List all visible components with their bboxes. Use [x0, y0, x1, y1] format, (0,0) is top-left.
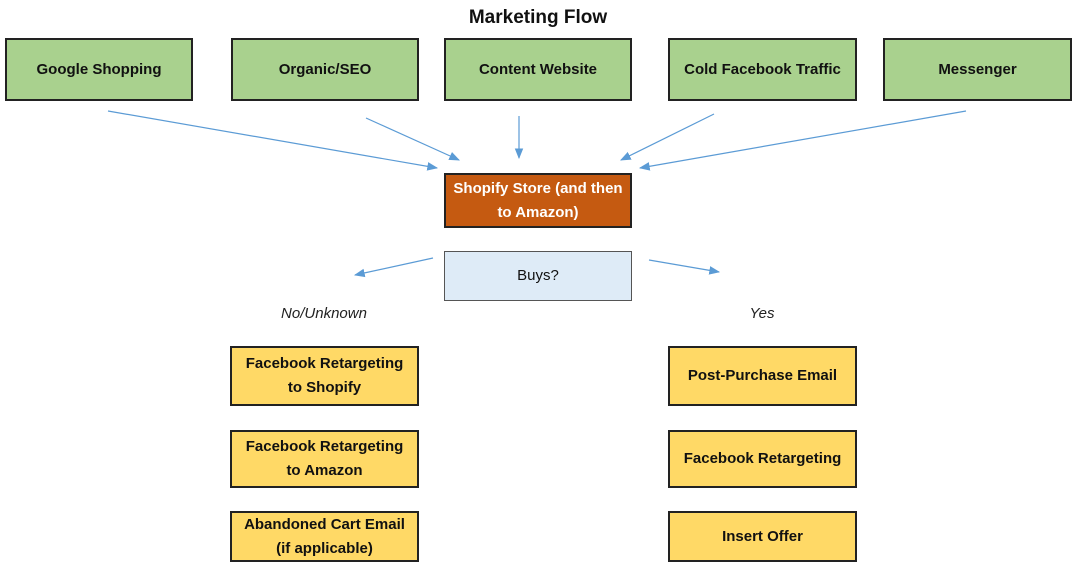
source-label: Organic/SEO — [278, 60, 372, 78]
action-label: Facebook Retargeting to Shopify — [245, 355, 404, 396]
action-yes-facebook-retargeting: Facebook Retargeting — [668, 430, 857, 488]
source-content-website: Content Website — [444, 38, 632, 101]
diagram-title: Marketing Flow — [468, 7, 608, 28]
action-label: Facebook Retargeting — [683, 450, 842, 467]
action-yes-insert-offer: Insert Offer — [668, 511, 857, 562]
buys-decision-box: Buys? — [444, 251, 632, 301]
branch-label-no: No/Unknown — [281, 305, 367, 322]
source-label: Messenger — [938, 60, 1017, 78]
decision-label: Buys? — [517, 267, 559, 284]
source-messenger: Messenger — [883, 38, 1072, 101]
action-no-abandoned-cart-email: Abandoned Cart Email (if applicable) — [230, 511, 419, 562]
store-label: Shopify Store (and then to Amazon) — [453, 179, 623, 221]
action-label: Insert Offer — [722, 527, 803, 545]
arrow-organic-to-store — [365, 117, 460, 161]
source-organic-seo: Organic/SEO — [231, 38, 419, 101]
shopify-store-box: Shopify Store (and then to Amazon) — [444, 173, 632, 228]
source-google-shopping: Google Shopping — [5, 38, 193, 101]
source-label: Content Website — [478, 60, 598, 78]
source-cold-facebook-traffic: Cold Facebook Traffic — [668, 38, 857, 101]
arrow-cold-facebook-to-store — [620, 113, 715, 161]
arrow-decision-to-no — [353, 257, 434, 278]
arrow-decision-to-yes — [648, 259, 721, 275]
action-label: Abandoned Cart Email (if applicable) — [244, 515, 405, 557]
branch-label-yes: Yes — [749, 305, 775, 322]
action-label: Facebook Retargeting to Amazon — [245, 438, 404, 479]
action-yes-post-purchase-email: Post-Purchase Email — [668, 346, 857, 406]
arrow-google-to-store — [107, 110, 439, 171]
source-label: Google Shopping — [36, 60, 162, 78]
action-label: Post-Purchase Email — [687, 367, 838, 384]
action-no-facebook-retargeting-shopify: Facebook Retargeting to Shopify — [230, 346, 419, 406]
action-no-facebook-retargeting-amazon: Facebook Retargeting to Amazon — [230, 430, 419, 488]
source-label: Cold Facebook Traffic — [684, 60, 841, 78]
arrow-messenger-to-store — [638, 110, 967, 171]
